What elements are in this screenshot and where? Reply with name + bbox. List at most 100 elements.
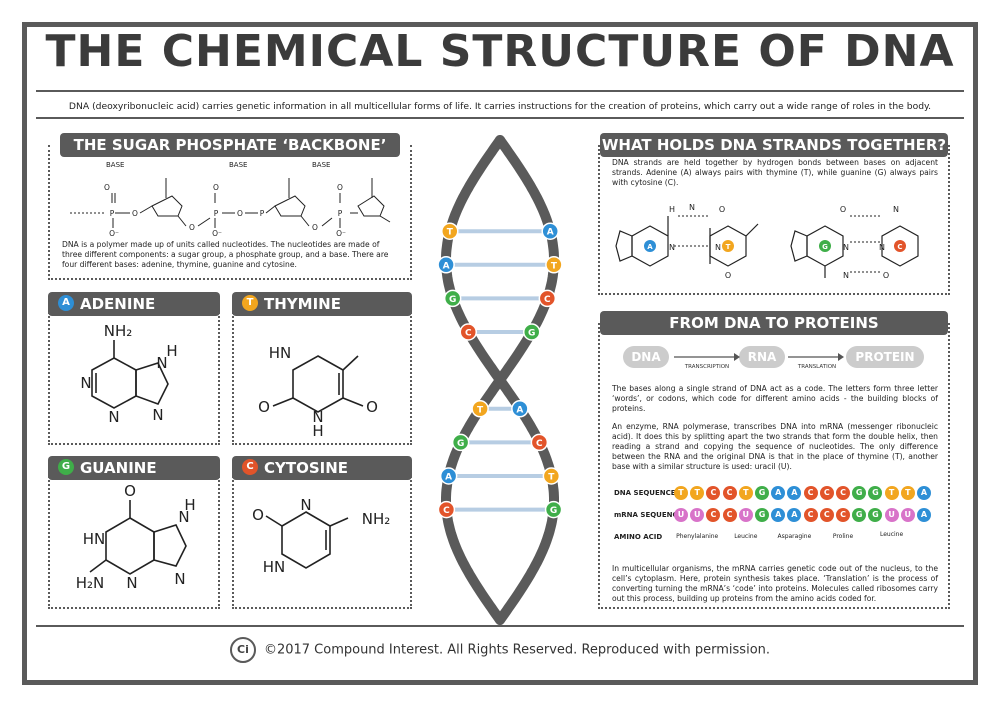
- svg-text:O⁻: O⁻: [109, 229, 119, 238]
- cytosine-badge: C: [242, 458, 258, 475]
- proteins-heading: FROM DNA TO PROTEINS: [600, 311, 948, 335]
- nucleotide-C: C: [706, 508, 721, 522]
- nucleotide-A: A: [771, 508, 786, 522]
- page-title: THE CHEMICAL STRUCTURE OF DNA: [45, 26, 955, 77]
- helix-base-C: [530, 433, 549, 452]
- svg-text:O: O: [366, 398, 378, 416]
- helix-base-label: A: [443, 261, 450, 271]
- svg-text:O: O: [104, 183, 110, 192]
- svg-text:N: N: [843, 243, 849, 252]
- svg-text:O: O: [132, 209, 138, 218]
- helix-base-T: [471, 400, 489, 418]
- transcription-label: TRANSCRIPTION: [684, 364, 730, 370]
- amino-acid: Proline: [832, 533, 854, 540]
- helix-base-A: [541, 222, 559, 240]
- nucleotide-G: G: [852, 508, 867, 522]
- svg-text:O: O: [312, 223, 318, 232]
- helix-base-label: A: [445, 473, 452, 483]
- backbone-panel: [48, 145, 412, 280]
- translation-label: TRANSLATION: [797, 364, 837, 370]
- amino-acid-label: AMINO ACID: [614, 533, 663, 541]
- nucleotide-C: C: [706, 486, 721, 500]
- copyright-text: ©2017 Compound Interest. All Rights Rese…: [263, 642, 771, 658]
- base-label-1: BASE: [106, 161, 125, 169]
- nucleotide-U: U: [674, 508, 688, 522]
- svg-text:H₂N: H₂N: [76, 574, 105, 592]
- nucleotide-U: U: [738, 508, 753, 522]
- helix-base-label: G: [528, 329, 535, 339]
- nucleotide-G: G: [868, 486, 883, 500]
- holds-heading: WHAT HOLDS DNA STRANDS TOGETHER?: [600, 133, 948, 157]
- mrna-seq-label: mRNA SEQUENCE: [614, 511, 683, 519]
- nucleotide-T: T: [690, 486, 705, 500]
- helix-base-C: [538, 289, 557, 308]
- svg-text:A: A: [647, 243, 653, 251]
- nucleotide-C: C: [836, 508, 850, 522]
- helix-base-label: C: [544, 295, 551, 305]
- svg-text:H: H: [166, 342, 177, 360]
- footer: Ci ©2017 Compound Interest. All Rights Re…: [0, 637, 1000, 663]
- proteins-panel: [598, 323, 950, 609]
- nucleotide-U: U: [900, 508, 915, 522]
- nucleotide-U: U: [690, 508, 705, 522]
- nucleotide-C: C: [722, 486, 737, 500]
- svg-text:N: N: [879, 243, 885, 252]
- helix-base-label: T: [548, 473, 555, 483]
- cytosine-panel: [232, 469, 412, 609]
- helix-base-G: [544, 500, 563, 519]
- poster-frame: [22, 22, 978, 685]
- adenine-nh2: NH₂: [104, 322, 133, 340]
- flow-protein: PROTEIN: [846, 346, 924, 368]
- svg-text:O: O: [124, 482, 136, 500]
- svg-text:C: C: [897, 243, 902, 251]
- svg-text:P: P: [110, 209, 115, 218]
- ci-logo: Ci: [229, 637, 256, 663]
- svg-text:O: O: [213, 183, 219, 192]
- adenine-panel: [48, 305, 220, 445]
- footer-rule: [36, 625, 964, 627]
- svg-text:N: N: [669, 243, 675, 252]
- helix-base-label: C: [536, 439, 543, 449]
- amino-acid: Asparagine: [777, 533, 812, 540]
- nucleotide-G: G: [852, 486, 867, 500]
- base-label-3: BASE: [312, 161, 331, 169]
- helix-base-label: G: [457, 439, 464, 449]
- helix-base-G: [451, 433, 470, 452]
- svg-text:O: O: [252, 506, 264, 524]
- guanine-title: GUANINE: [80, 459, 157, 477]
- nucleotide-T: T: [674, 486, 688, 500]
- thymine-title: THYMINE: [264, 295, 341, 313]
- svg-text:N: N: [843, 271, 849, 280]
- intro-text: DNA (deoxyribonucleic acid) carries gene…: [68, 101, 932, 112]
- svg-text:O⁻: O⁻: [212, 229, 222, 238]
- svg-text:N: N: [152, 406, 163, 424]
- svg-text:O: O: [258, 398, 270, 416]
- svg-text:HN: HN: [263, 558, 286, 576]
- helix-base-G: [443, 289, 462, 308]
- backbone-text: DNA is a polymer made up of units called…: [62, 240, 389, 269]
- svg-text:O: O: [725, 271, 731, 280]
- helix-base-A: [511, 400, 529, 418]
- thymine-badge: T: [242, 294, 258, 311]
- svg-text:O⁻: O⁻: [336, 229, 346, 238]
- svg-text:O: O: [719, 205, 725, 214]
- helix-base-label: G: [550, 506, 557, 516]
- flow-dna: DNA: [623, 346, 669, 368]
- nucleotide-G: G: [868, 508, 883, 522]
- svg-text:O: O: [840, 205, 846, 214]
- guanine-panel: [48, 469, 220, 609]
- nucleotide-T: T: [884, 486, 899, 500]
- helix-base-label: T: [447, 228, 454, 238]
- helix-base-T: [542, 467, 561, 485]
- svg-text:T: T: [726, 243, 731, 251]
- svg-text:NH₂: NH₂: [362, 510, 391, 528]
- svg-text:N: N: [174, 570, 185, 588]
- helix-base-label: A: [547, 228, 554, 238]
- svg-text:N: N: [156, 354, 167, 372]
- svg-text:H: H: [184, 496, 195, 514]
- svg-text:N: N: [80, 374, 91, 392]
